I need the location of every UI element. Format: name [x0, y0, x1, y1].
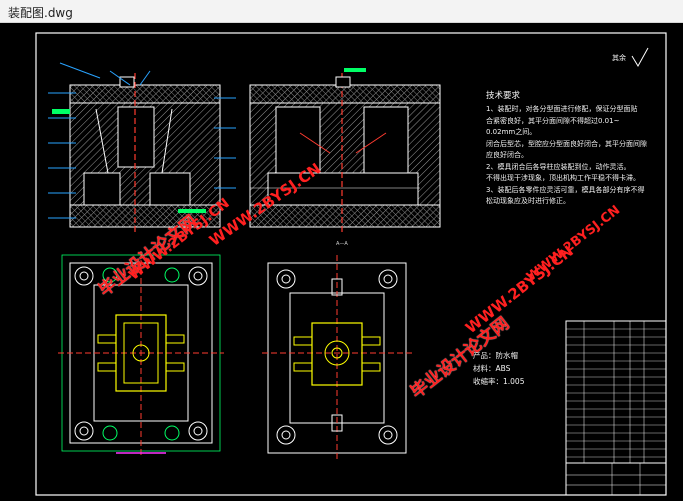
tech-req-line: 松动现象应及时进行修正。 [486, 197, 570, 205]
plan-view-right [262, 255, 412, 461]
shrink-label: 收缩率： [473, 377, 503, 386]
product-value: 防水帽 [495, 351, 519, 360]
tech-req-line: 应良好闭合。 [486, 151, 528, 159]
roughness-label: 其余 [612, 54, 626, 62]
product-info: 产品：防水帽 材料：ABS 收缩率：1.005 [473, 349, 524, 388]
section-view-right [249, 68, 441, 233]
drawing-canvas[interactable]: A—A [0, 23, 683, 501]
shrink-row: 收缩率：1.005 [473, 375, 524, 388]
drawing-border [35, 32, 667, 496]
tech-req-line: 2、模具闭合后各导柱应装配到位，动作灵活。 [486, 162, 631, 171]
title-block [565, 462, 667, 496]
tech-req-heading: 技术要求 [486, 91, 521, 101]
technical-requirements: 技术要求 1、装配时，对各分型面进行修配，保证分型面贴合紧密良好，其平分面间隙不… [486, 89, 647, 208]
product-row: 产品：防水帽 [473, 349, 524, 362]
tech-req-line: 1、装配时，对各分型面进行修配，保证分型面贴 [486, 105, 638, 113]
roughness-icon [631, 47, 649, 67]
tech-req-line: 闭合后型芯，型腔应分型面良好闭合，其平分面间隙 [486, 139, 647, 148]
tech-req-lines: 1、装配时，对各分型面进行修配，保证分型面贴合紧密良好，其平分面间隙不得超过0.… [486, 104, 647, 208]
tech-req-line: 合紧密良好，其平分面间隙不得超过0.01~ [486, 116, 620, 125]
cad-drawing: A—A [35, 32, 667, 496]
material-value: ABS [495, 364, 511, 373]
plan-view-left [58, 251, 224, 455]
section-view-left [48, 62, 236, 233]
title-bar: 装配图.dwg [0, 0, 683, 23]
parts-list [565, 320, 667, 496]
tech-req-line: 0.02mm之间。 [486, 128, 537, 136]
product-label: 产品： [473, 351, 496, 360]
shrink-value: 1.005 [503, 377, 525, 386]
file-tab-title[interactable]: 装配图.dwg [8, 6, 73, 20]
section-label: A—A [336, 241, 348, 247]
tech-req-line: 不得出现干涉现象，顶出机构工作平稳不得卡滞。 [486, 174, 640, 182]
material-row: 材料：ABS [473, 362, 524, 375]
tech-req-line: 3、装配后各零件应灵活可靠，模具各部分有序不得 [486, 185, 645, 194]
material-label: 材料： [473, 364, 496, 373]
